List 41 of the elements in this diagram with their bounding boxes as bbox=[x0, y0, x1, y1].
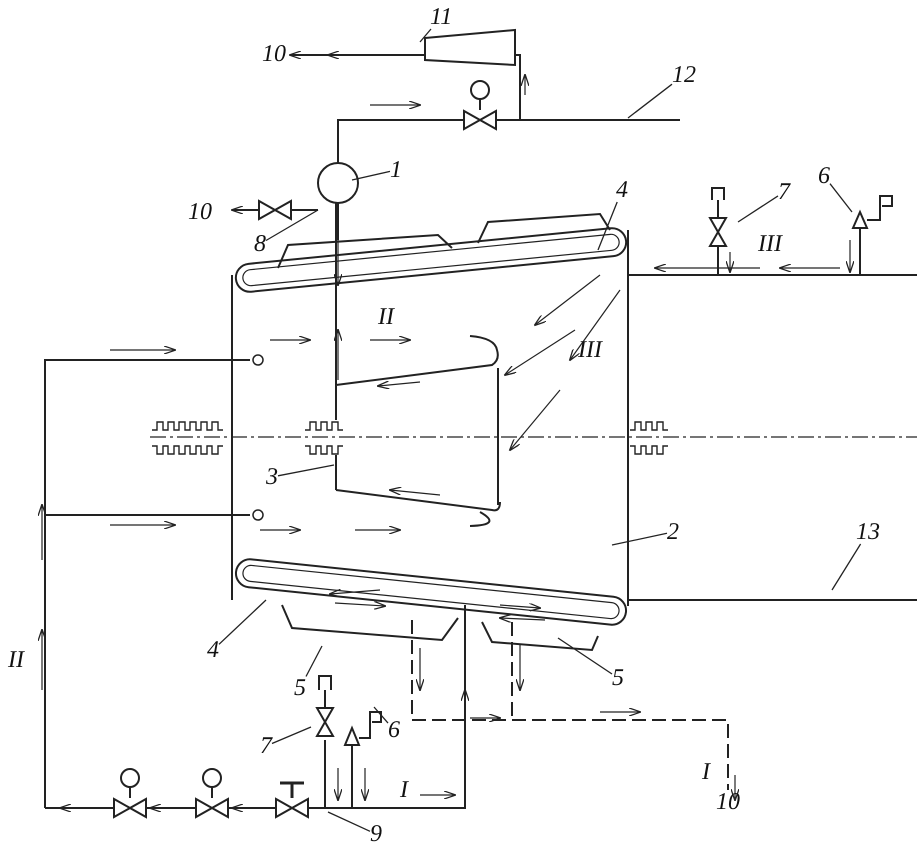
leader-line bbox=[831, 544, 862, 590]
callout-number: 4 bbox=[616, 178, 628, 202]
leader-line bbox=[266, 209, 318, 242]
flow-number: I bbox=[400, 778, 408, 802]
callout-number: 3 bbox=[266, 465, 278, 489]
callout-number: 11 bbox=[430, 5, 452, 29]
leader-line bbox=[612, 532, 668, 546]
flow-number: III bbox=[578, 338, 602, 362]
leader-line bbox=[597, 202, 618, 250]
leader-line bbox=[738, 195, 778, 223]
leader-line bbox=[305, 646, 323, 677]
callout-number: 7 bbox=[260, 734, 272, 758]
callout-number: 4 bbox=[207, 638, 219, 662]
callout-number: 5 bbox=[612, 666, 624, 690]
leader-line bbox=[628, 84, 672, 119]
flow-number: III bbox=[758, 232, 782, 256]
flow-number: II bbox=[8, 648, 24, 672]
leader-line bbox=[272, 726, 312, 744]
leader-line bbox=[328, 811, 370, 832]
callout-number: 6 bbox=[388, 718, 400, 742]
flow-number: II bbox=[378, 305, 394, 329]
callout-number: 2 bbox=[667, 520, 679, 544]
callout-number: 6 bbox=[818, 164, 830, 188]
leader-line bbox=[374, 706, 388, 724]
callout-number: 12 bbox=[672, 63, 696, 87]
leader-line bbox=[352, 170, 390, 181]
callout-number: 5 bbox=[294, 676, 306, 700]
leader-line bbox=[829, 183, 853, 212]
callout-number: 7 bbox=[778, 180, 790, 204]
leader-line bbox=[558, 637, 612, 675]
leader-line bbox=[420, 28, 432, 42]
leader-line bbox=[278, 464, 334, 476]
leader-line bbox=[218, 600, 266, 645]
callout-number: 1 bbox=[390, 158, 402, 182]
callout-number: 13 bbox=[856, 520, 880, 544]
callout-number: 10 bbox=[262, 42, 286, 66]
flow-number: I bbox=[702, 760, 710, 784]
callout-number: 8 bbox=[254, 232, 266, 256]
callout-number: 10 bbox=[188, 200, 212, 224]
callout-number: 10 bbox=[716, 790, 740, 814]
callout-number: 9 bbox=[370, 822, 382, 846]
